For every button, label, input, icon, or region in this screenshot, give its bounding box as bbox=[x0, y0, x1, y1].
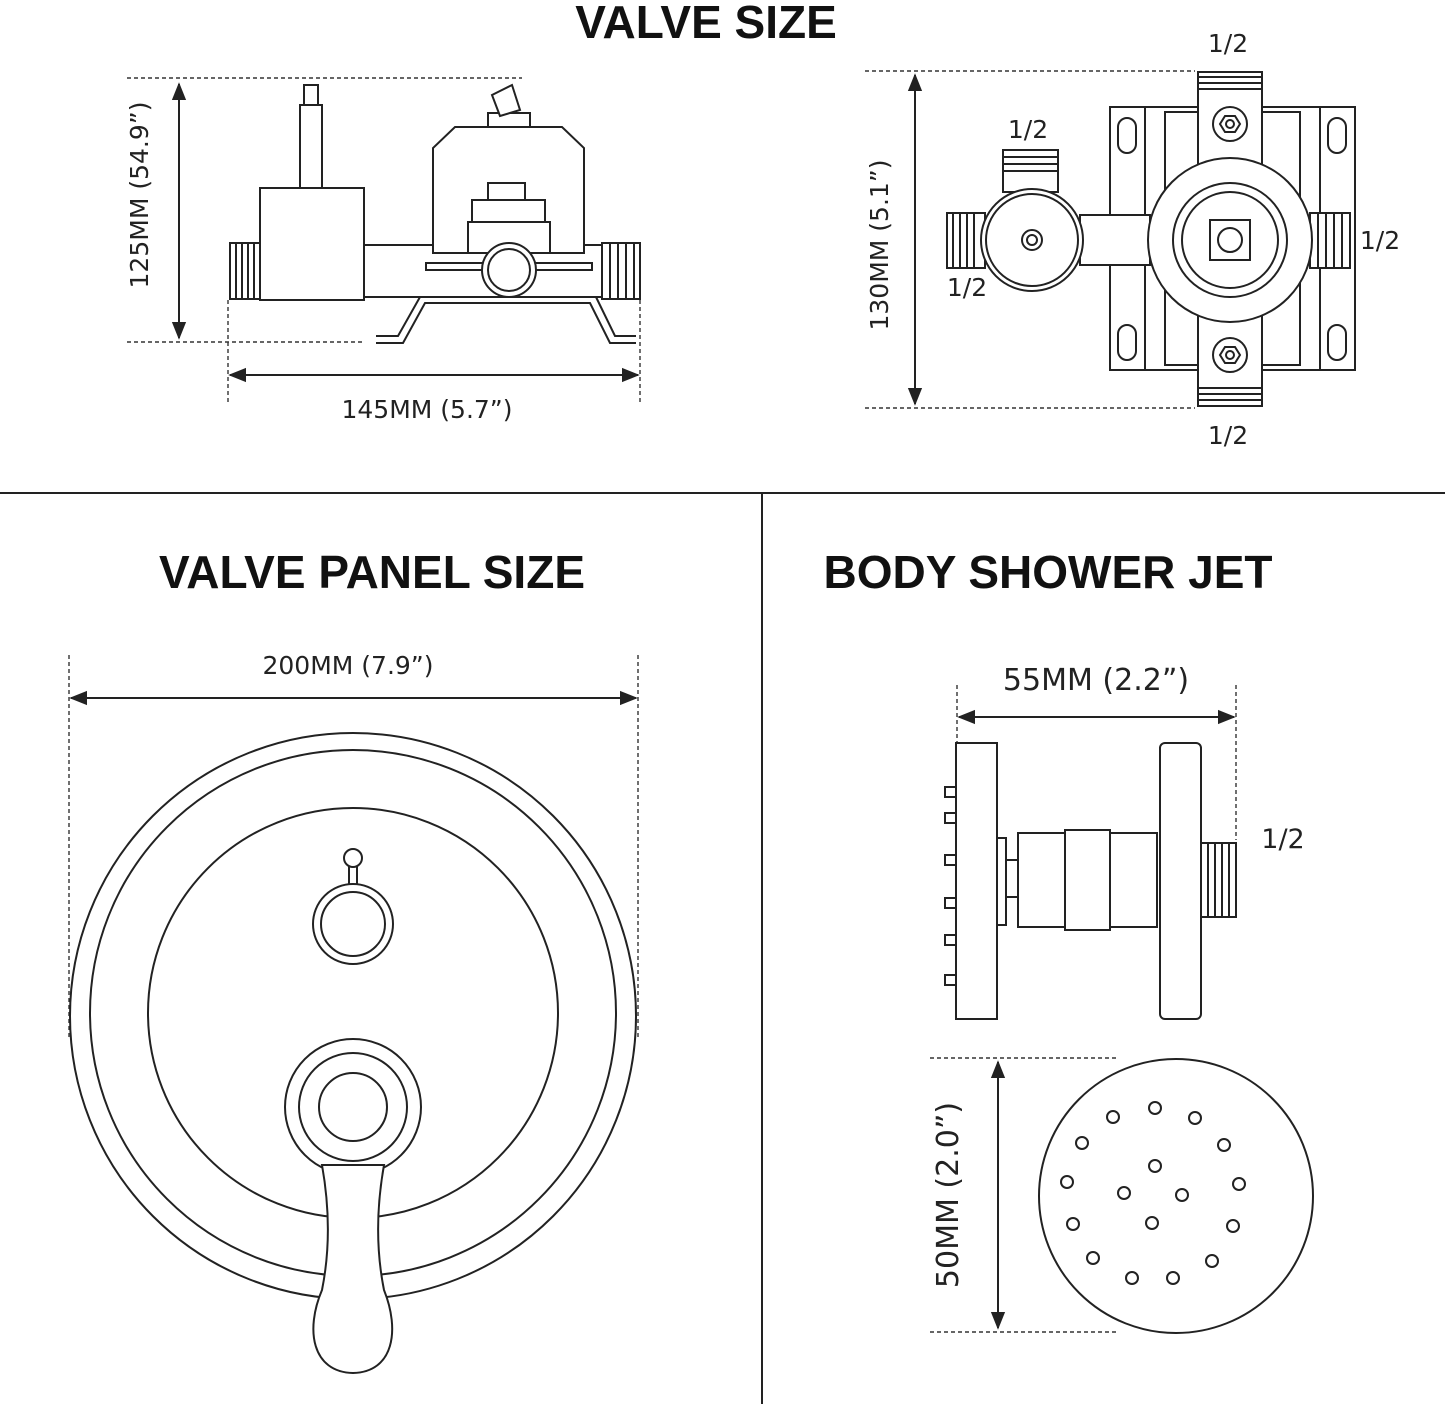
spray-hole bbox=[1205, 1254, 1219, 1268]
spray-hole bbox=[1086, 1251, 1100, 1265]
valve-height-label: 125MM (54.9”) bbox=[125, 102, 154, 289]
valve-size-title: VALVE SIZE bbox=[575, 0, 837, 48]
nozzle bbox=[944, 812, 957, 824]
spray-hole bbox=[1226, 1219, 1240, 1233]
valve-panel-size-title: VALVE PANEL SIZE bbox=[159, 546, 585, 598]
diverter-block bbox=[259, 187, 365, 301]
left-thread bbox=[229, 242, 261, 300]
body-shower-jet-title: BODY SHOWER JET bbox=[824, 546, 1273, 598]
jet-diameter-label: 50MM (2.0”) bbox=[931, 1102, 966, 1288]
port-bottom-label: 1/2 bbox=[1208, 421, 1248, 450]
nozzle bbox=[944, 934, 957, 946]
spray-hole bbox=[1148, 1159, 1162, 1173]
spray-hole bbox=[1075, 1136, 1089, 1150]
body-jet-face-view: 50MM (2.0”) bbox=[930, 1057, 1314, 1334]
spray-hole bbox=[1060, 1175, 1074, 1189]
spray-hole bbox=[1148, 1101, 1162, 1115]
valve-side-view: 125MM (54.9”) 145MM (5.7”) bbox=[125, 77, 641, 424]
spray-hole bbox=[1188, 1111, 1202, 1125]
port-left-label: 1/2 bbox=[947, 273, 987, 302]
spray-hole bbox=[1217, 1138, 1231, 1152]
spray-hole bbox=[1232, 1177, 1246, 1191]
valve-front-height-label: 130MM (5.1”) bbox=[865, 159, 894, 330]
valve-front-view: 130MM (5.1”) bbox=[865, 29, 1400, 450]
spray-hole bbox=[1166, 1271, 1180, 1285]
jet-width-label: 55MM (2.2”) bbox=[1003, 663, 1189, 698]
nozzle bbox=[944, 854, 957, 866]
spray-hole bbox=[1106, 1110, 1120, 1124]
nozzle bbox=[944, 974, 957, 986]
panel-width-label: 200MM (7.9”) bbox=[262, 651, 433, 680]
valve-width-label: 145MM (5.7”) bbox=[341, 395, 512, 424]
port-upper-left-label: 1/2 bbox=[1008, 115, 1048, 144]
nozzle bbox=[944, 897, 957, 909]
spray-hole bbox=[1117, 1186, 1131, 1200]
port-top-label: 1/2 bbox=[1208, 29, 1248, 58]
spray-hole bbox=[1145, 1216, 1159, 1230]
spray-hole bbox=[1175, 1188, 1189, 1202]
valve-panel-drawing: 200MM (7.9”) bbox=[68, 651, 639, 1375]
body-jet-side-view: 55MM (2.2”) 1/2 bbox=[944, 663, 1305, 1020]
port-right-label: 1/2 bbox=[1360, 226, 1400, 255]
diverter-knob bbox=[343, 848, 363, 868]
jet-port-label: 1/2 bbox=[1261, 824, 1304, 855]
spray-hole bbox=[1125, 1271, 1139, 1285]
nozzle bbox=[944, 786, 957, 798]
spray-hole bbox=[1066, 1217, 1080, 1231]
mixer-lever-handle bbox=[312, 1164, 394, 1375]
